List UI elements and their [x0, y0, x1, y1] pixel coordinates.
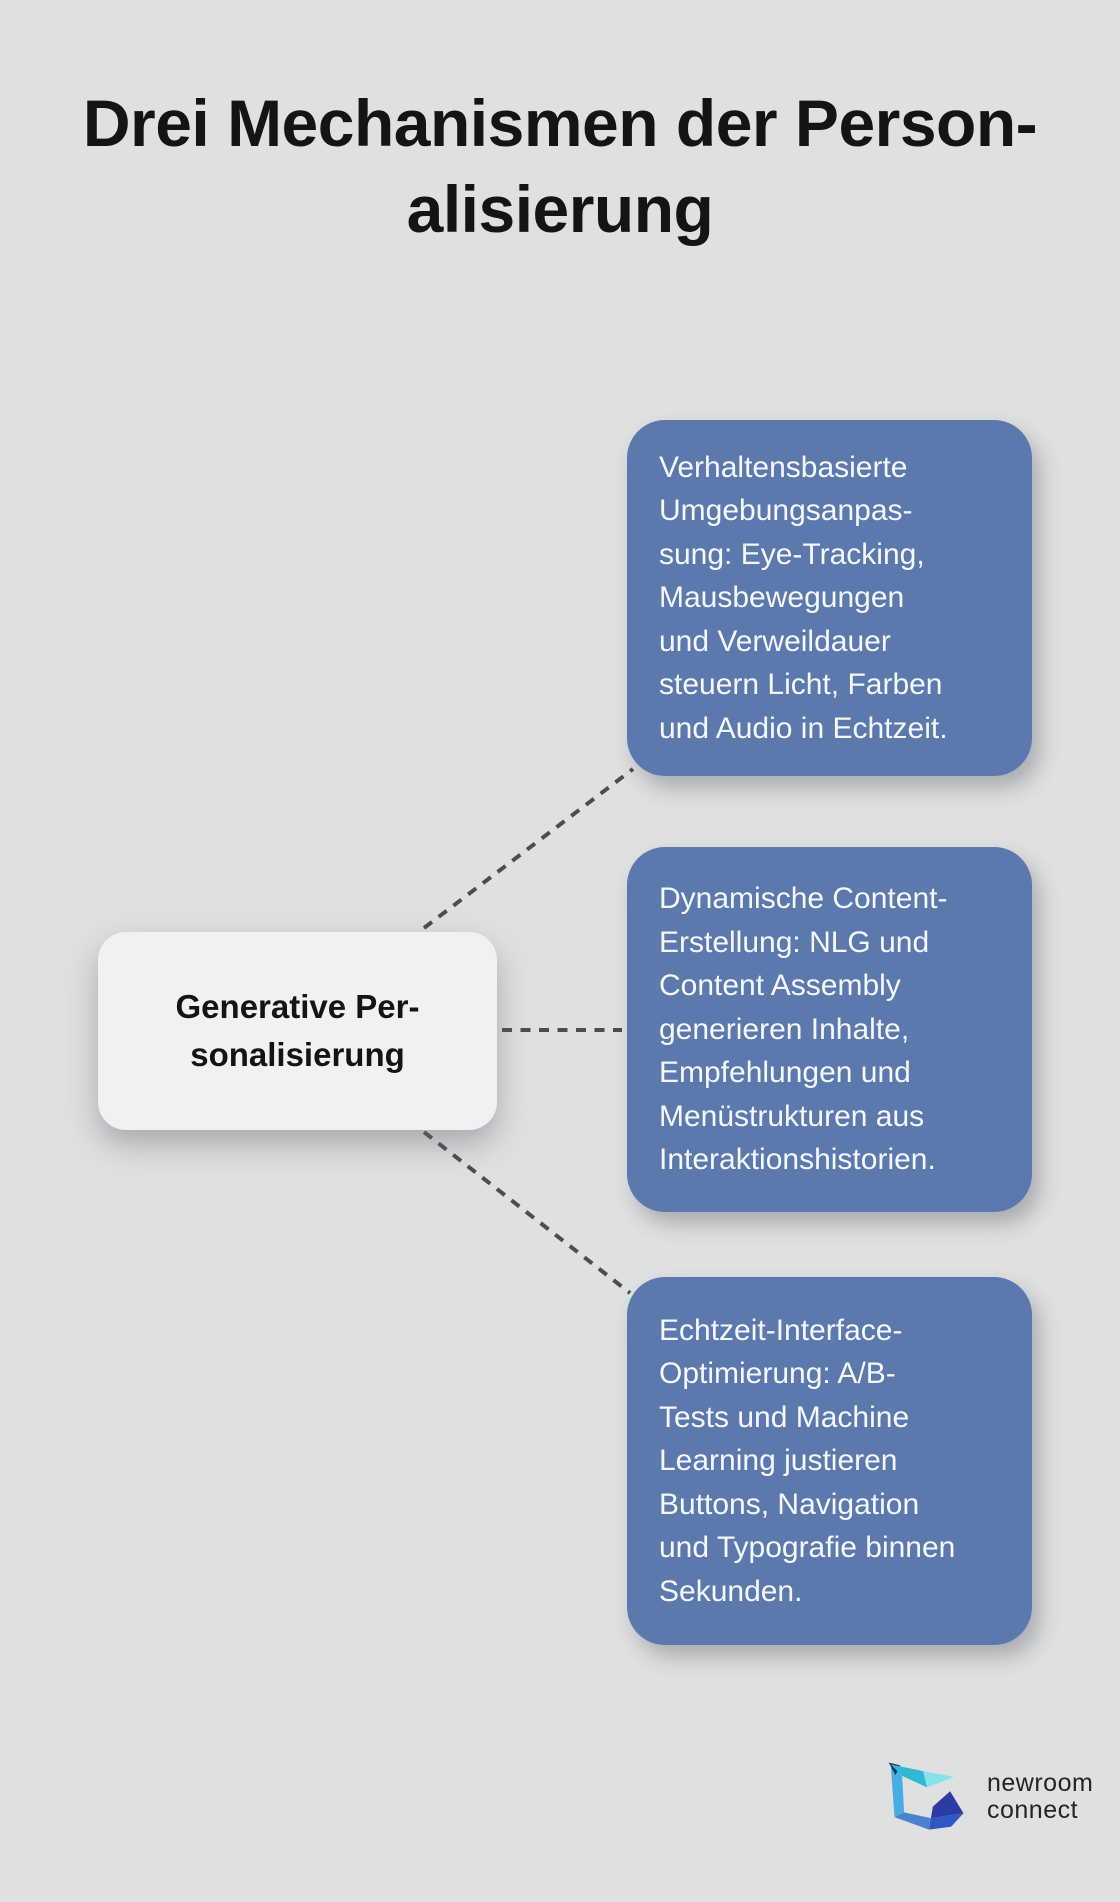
connector-line-top — [422, 767, 635, 930]
logo: newroom connect — [883, 1756, 1093, 1838]
branch-card-text: Echtzeit-Interface- Optimierung: A/B- Te… — [659, 1313, 956, 1608]
center-node-label: Generative Per- sonalisierung — [175, 988, 420, 1073]
page-title: Drei Mechanismen der Person- alisierung — [82, 86, 1038, 246]
logo-wordmark-line2: connect — [987, 1796, 1079, 1824]
connector-line-bottom — [422, 1130, 632, 1295]
branch-card-text: Dynamische Content- Erstellung: NLG und … — [659, 882, 948, 1177]
branch-card-interface: Echtzeit-Interface- Optimierung: A/B- Te… — [627, 1277, 1032, 1645]
logo-wordmark-line1: newroom — [987, 1769, 1094, 1797]
branch-card-content: Dynamische Content- Erstellung: NLG und … — [627, 847, 1032, 1212]
logo-wordmark: newroom connect — [987, 1770, 1093, 1824]
branch-card-text: Verhaltensbasierte Umgebungsanpas- sung:… — [659, 450, 948, 745]
newroom-connect-logo-icon — [888, 1762, 964, 1830]
center-node: Generative Per- sonalisierung — [98, 932, 497, 1130]
branch-card-behavior: Verhaltensbasierte Umgebungsanpas- sung:… — [627, 420, 1032, 776]
